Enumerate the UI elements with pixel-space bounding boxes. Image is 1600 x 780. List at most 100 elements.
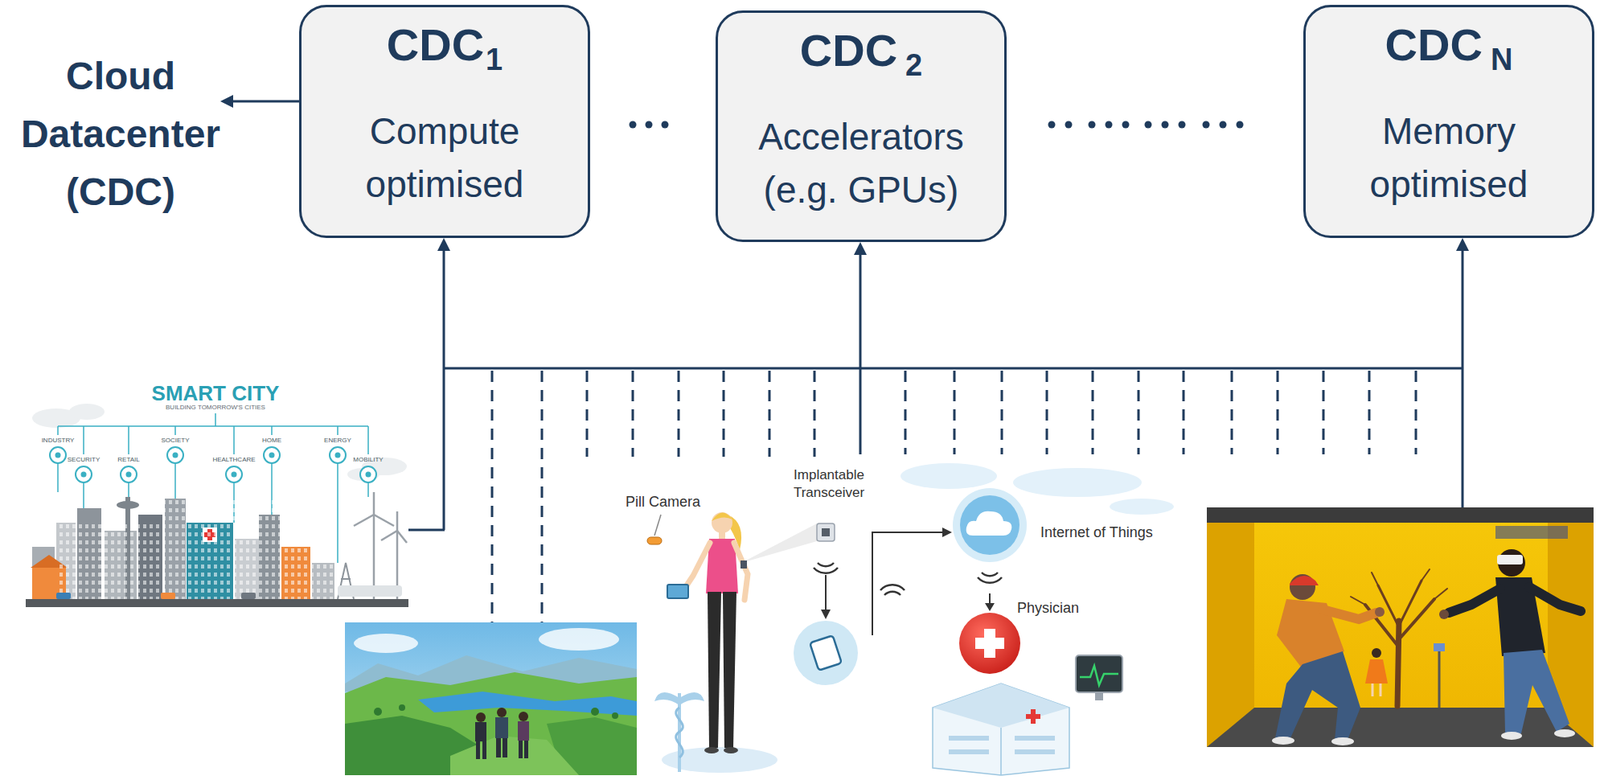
arrow-head: [1456, 237, 1469, 251]
game-illustration: [482, 741, 487, 759]
smart-city-illustration: [167, 447, 184, 464]
health-iot-illustration: [647, 537, 662, 545]
ellipsis-dots: [1088, 121, 1096, 129]
health-iot-illustration: [960, 495, 1020, 555]
dashed-link: [768, 370, 772, 457]
smart-city-illustration: [55, 452, 372, 478]
bus-line: [443, 367, 1463, 370]
health-iot-illustration: [654, 692, 705, 706]
ellipsis-dots: [1065, 121, 1073, 129]
health-iot-illustration: [1025, 713, 1041, 719]
illustration-title: SMART CITY: [135, 381, 296, 406]
smart-city-illustration: [269, 452, 275, 459]
uplink-arrow: [859, 253, 862, 455]
smart-city-illustration: [373, 492, 376, 515]
vr-room-illustration: [1497, 554, 1523, 565]
smart-city-illustration: [373, 514, 394, 526]
health-iot-illustration: [824, 574, 827, 612]
dashed-link: [904, 370, 907, 455]
smart-city-illustration: [337, 585, 403, 597]
smart-city-illustration: [49, 447, 66, 464]
vr-room-illustration: [1206, 507, 1594, 747]
smart-city-illustration: [172, 452, 179, 459]
health-iot-illustration: [959, 612, 1021, 674]
cdc-label-arrow: [220, 94, 300, 108]
vr-room-illustration: [1289, 575, 1319, 586]
ellipsis-dots: [1048, 121, 1056, 129]
health-iot-illustration: [948, 735, 989, 741]
ellipsis-dots: [1236, 121, 1244, 129]
box-subscript: 2: [905, 48, 923, 83]
health-iot-illustration: [809, 635, 842, 671]
health-iot-illustration: [741, 523, 817, 563]
health-iot-illustration: [1079, 665, 1119, 686]
vr-room-illustration: [1554, 729, 1576, 738]
smart-city-illustration: [396, 511, 399, 531]
icon-label: RETAIL: [102, 455, 155, 464]
game-illustration: [524, 740, 529, 759]
vr-room-illustration: [1379, 683, 1383, 697]
dashed-link: [1276, 370, 1280, 455]
vr-room-illustration: [1350, 569, 1448, 706]
ellipsis-dots: [1144, 121, 1153, 129]
health-iot-illustration: [817, 562, 834, 567]
dashed-link: [541, 370, 544, 623]
smart-city-illustration: [69, 403, 105, 420]
health-iot-illustration: [683, 542, 710, 591]
game-illustration: [344, 622, 637, 776]
smart-city-illustration: [55, 452, 62, 459]
bus-line: [408, 368, 1463, 530]
vr-room-illustration: [1501, 731, 1523, 740]
vr-room-illustration: [1275, 651, 1361, 740]
illustration-label: Pill Camera: [625, 492, 701, 511]
health-iot-illustration: [966, 511, 1013, 536]
smart-city-illustration: [56, 522, 163, 599]
dashed-link: [1001, 370, 1004, 455]
health-iot-illustration: [667, 584, 689, 599]
vr-room-illustration: [1421, 569, 1430, 581]
vr-room-illustration: [1398, 598, 1435, 640]
dashed-link: [1182, 370, 1186, 455]
dashed-link: [1091, 370, 1095, 455]
game-illustration: [344, 672, 637, 776]
ellipsis-dots: [645, 121, 653, 129]
icon-label: INDUSTRY: [32, 436, 84, 445]
health-iot-illustration: [704, 746, 719, 754]
smart-city-illustration: [57, 426, 369, 455]
dashed-link: [631, 370, 635, 457]
dashed-link: [813, 370, 817, 457]
smart-city-illustration: [164, 498, 280, 599]
health-iot-illustration: [1014, 749, 1055, 755]
game-illustration: [518, 740, 523, 759]
game-illustration: [495, 717, 509, 739]
health-iot-illustration: [900, 463, 997, 489]
health-iot-illustration: [1014, 735, 1055, 741]
icon-label: HEALTHCARE: [208, 455, 260, 464]
smart-city-illustration: [329, 447, 346, 464]
vr-room-illustration: [1371, 648, 1382, 658]
box-title: CDC: [1385, 19, 1483, 70]
smart-city-illustration: [263, 447, 280, 464]
dashed-link: [1046, 370, 1049, 455]
game-illustration: [418, 691, 637, 716]
game-illustration: [475, 741, 480, 759]
box-title-line: CDC2: [729, 25, 993, 81]
health-iot-illustration: [1095, 692, 1104, 701]
smart-city-illustration: [225, 466, 243, 483]
arrow-head: [853, 242, 867, 255]
game-illustration: [502, 738, 508, 758]
illustration-subtitle: BUILDING TOMORROW'S CITIES: [118, 403, 312, 412]
illustration-label: Physician: [1017, 598, 1079, 617]
smart-city-illustration: [353, 492, 407, 599]
dashed-link: [1415, 370, 1418, 455]
vr-room-illustration: [1448, 588, 1501, 613]
bus-line: [408, 529, 445, 532]
health-iot-illustration: [1000, 727, 1002, 776]
health-iot-illustration: [711, 512, 733, 534]
health-iot-illustration: [942, 527, 952, 538]
health-iot-illustration: [793, 620, 858, 686]
health-iot-illustration: [932, 683, 1070, 728]
health-iot-illustration: [813, 567, 838, 574]
health-iot-illustration: [948, 749, 989, 755]
ellipsis-dots: [1219, 121, 1227, 129]
